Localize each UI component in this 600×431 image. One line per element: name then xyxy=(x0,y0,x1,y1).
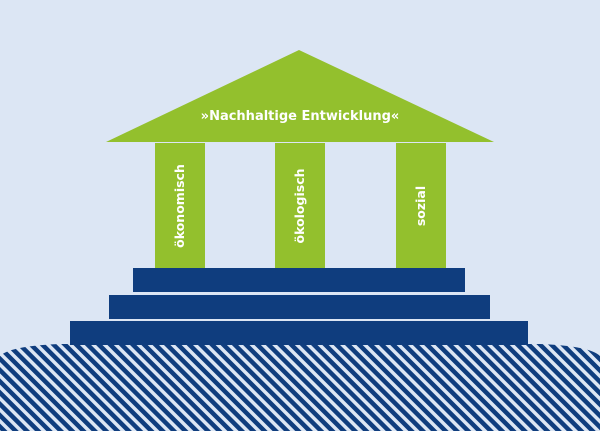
pillar-oekologisch xyxy=(275,143,325,268)
pillar-label-sozial: sozial xyxy=(413,186,428,226)
hatched-ground xyxy=(0,344,600,431)
step-top xyxy=(133,268,465,292)
step-middle xyxy=(109,295,490,319)
roof xyxy=(106,50,494,142)
pillar-label-oekonomisch: ökonomisch xyxy=(172,164,187,248)
step-bottom xyxy=(70,321,528,345)
roof-label: »Nachhaltige Entwicklung« xyxy=(201,109,400,124)
pillar-sozial xyxy=(396,143,446,268)
pillar-label-oekologisch: ökologisch xyxy=(292,168,307,243)
pillar-oekonomisch xyxy=(155,143,205,268)
